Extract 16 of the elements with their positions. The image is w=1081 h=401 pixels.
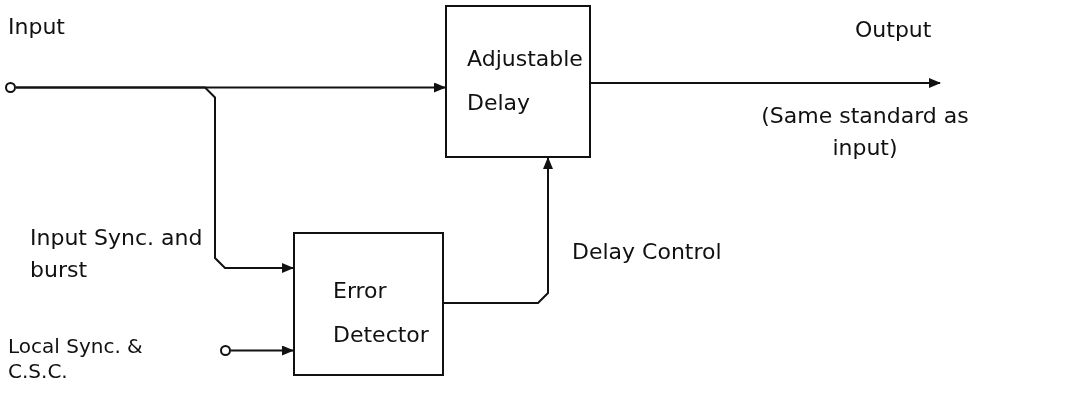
arrow	[230, 345, 294, 356]
edge-label: Output	[855, 16, 933, 44]
block-label: Adjustable Delay	[467, 45, 584, 117]
edge-label: Input Sync. and burst	[30, 224, 204, 284]
note-text: (Same standard as input)	[760, 102, 970, 162]
block-label: Error Detector	[333, 277, 430, 349]
block-box	[445, 5, 591, 158]
terminal-label: Input	[8, 13, 66, 41]
terminal-circle	[220, 345, 231, 356]
arrow	[443, 157, 553, 304]
arrow	[590, 78, 941, 88]
arrow	[15, 86, 294, 273]
terminal-circle	[5, 82, 16, 93]
edge-label: Delay Control	[572, 238, 723, 266]
block-box	[293, 232, 444, 376]
terminal-label: Local Sync. & C.S.C.	[8, 334, 144, 384]
